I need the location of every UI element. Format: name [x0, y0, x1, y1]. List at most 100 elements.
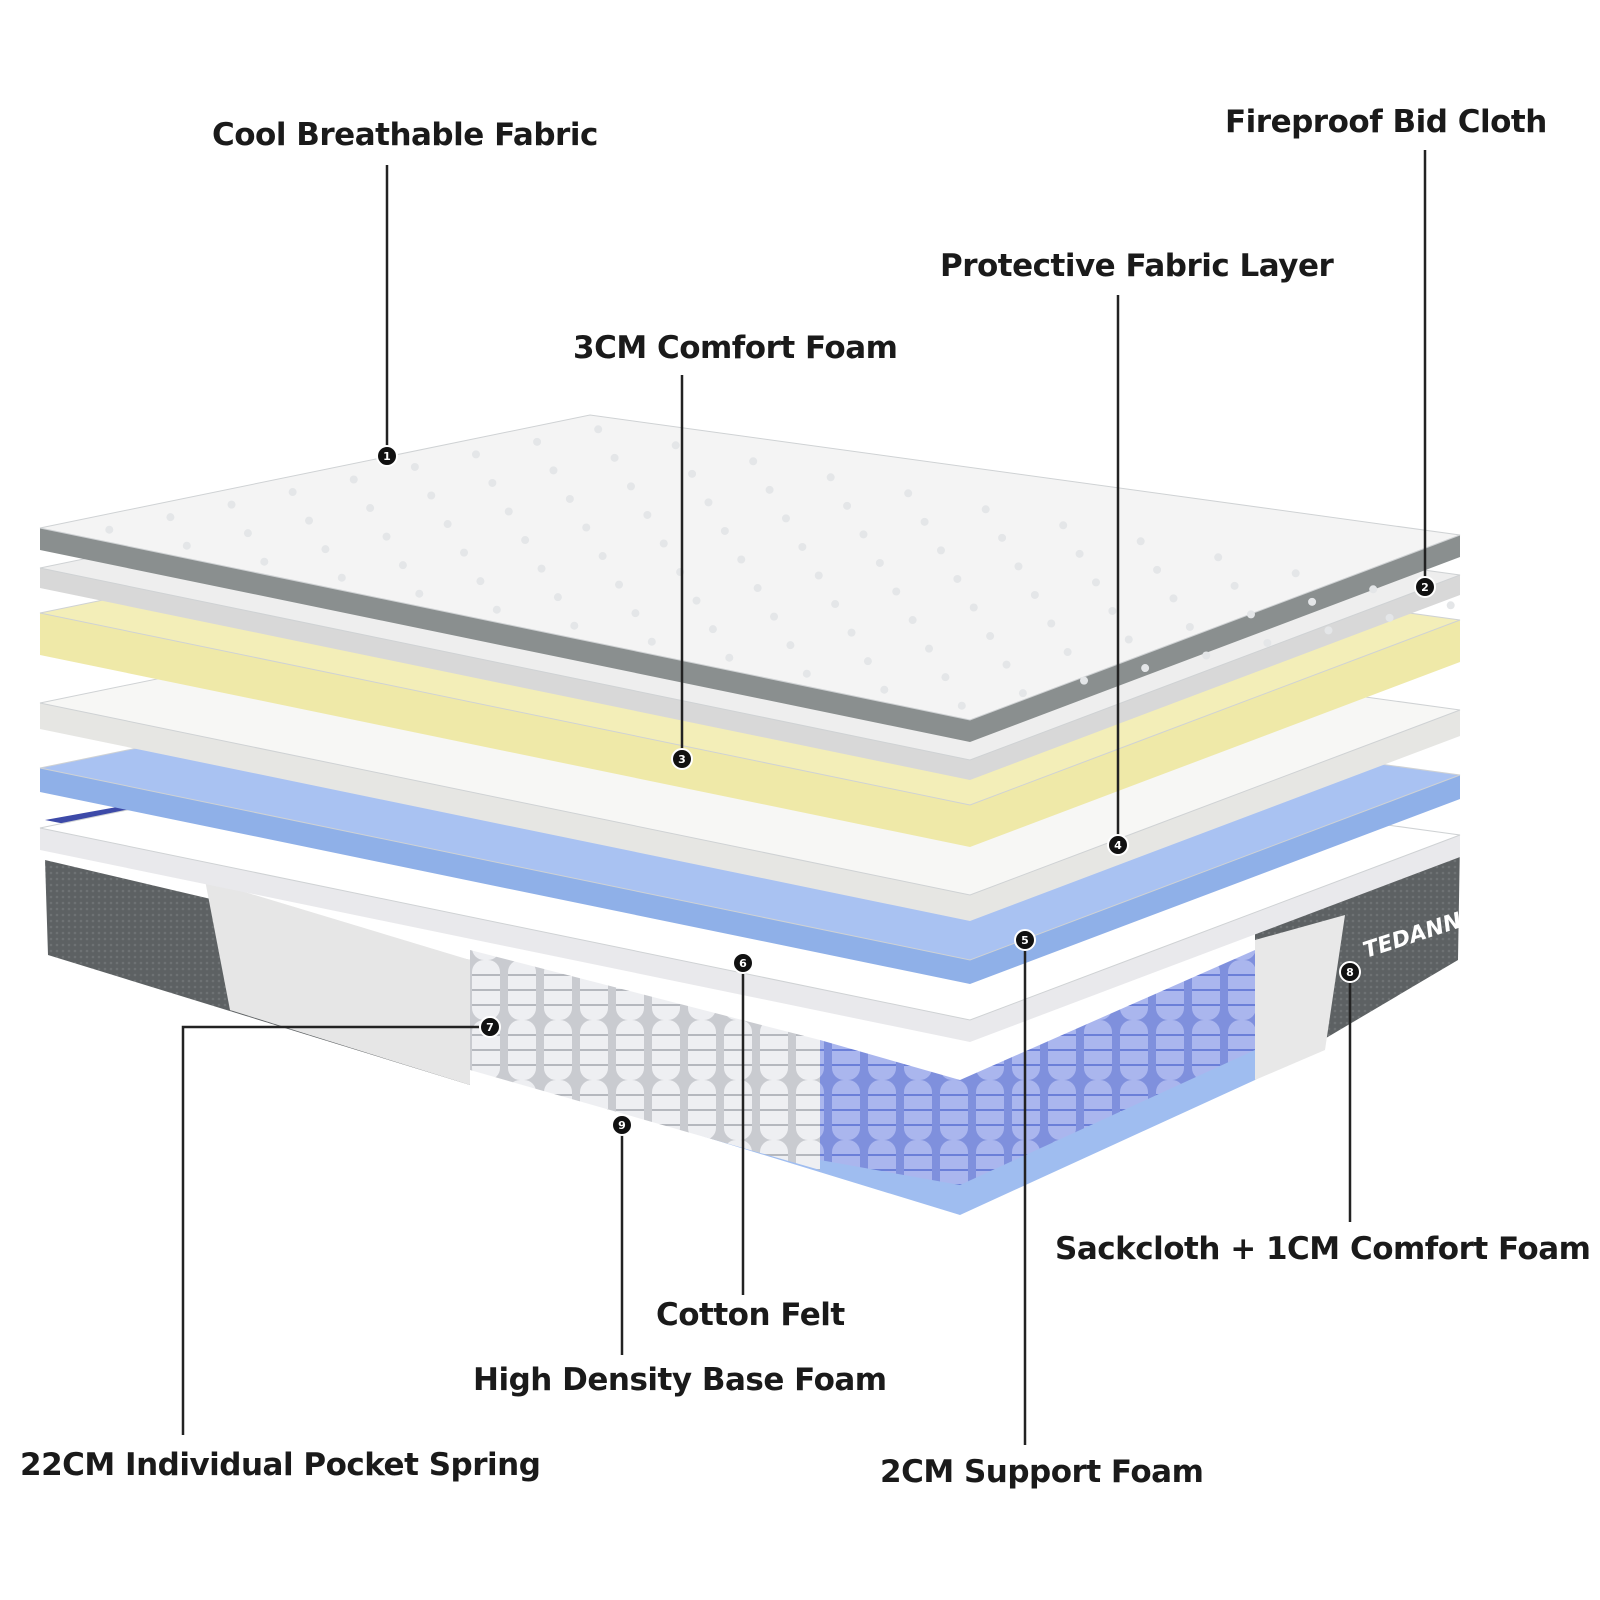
quilting-dot: [688, 469, 697, 478]
quilting-dot: [105, 525, 114, 534]
quilting-dot: [1091, 578, 1100, 587]
layer-label: 3CM Comfort Foam: [573, 330, 897, 366]
callouts: Cool Breathable Fabric 1 Fireproof Bid Clo…: [20, 104, 1591, 1490]
quilting-dot: [582, 523, 591, 532]
quilting-dot: [859, 530, 868, 539]
marker-number: 6: [739, 957, 747, 970]
comfort-foam-layer-front-side: [40, 613, 970, 847]
callout-7: 22CM Individual Pocket Spring 7: [20, 1016, 541, 1483]
quilting-dot: [504, 507, 513, 516]
number-marker: 3: [671, 748, 693, 770]
quilting-dot: [831, 600, 840, 609]
quilting-dot: [565, 494, 574, 503]
number-marker: 7: [479, 1016, 501, 1038]
cool-fabric-layer-top-face: [39, 414, 1461, 721]
callout-6: Cotton Felt 6: [656, 952, 846, 1333]
quilting-dot: [488, 478, 497, 487]
quilting-dot: [998, 533, 1007, 542]
quilting-dot: [969, 603, 978, 612]
quilting-dot: [936, 546, 945, 555]
quilting-dot: [671, 441, 680, 450]
quilting-dot: [1369, 585, 1378, 594]
quilting-dot: [410, 462, 419, 471]
layer-label: Cotton Felt: [656, 1297, 845, 1333]
layer-label: Sackcloth + 1CM Comfort Foam: [1055, 1231, 1590, 1267]
marker-number: 2: [1421, 581, 1429, 594]
quilting-dot: [908, 616, 917, 625]
quilting-dot: [880, 685, 889, 694]
quilting-dot: [1002, 660, 1011, 669]
quilting-dot: [166, 513, 175, 522]
quilting-dot: [521, 536, 530, 545]
quilting-dot: [725, 653, 734, 662]
quilting-dot: [305, 516, 314, 525]
quilting-dot: [382, 532, 391, 541]
quilting-dot: [415, 589, 424, 598]
marker-number: 7: [486, 1021, 494, 1034]
quilting-dot: [1075, 549, 1084, 558]
protective-fabric-layer-right-side: [970, 710, 1460, 921]
quilting-dot: [1153, 565, 1162, 574]
quilting-dot: [349, 475, 358, 484]
quilting-dot: [843, 501, 852, 510]
marker-number: 8: [1346, 966, 1354, 979]
quilting-dot: [749, 457, 758, 466]
marker-number: 1: [383, 450, 391, 463]
layer-label: Cool Breathable Fabric: [212, 117, 598, 153]
quilting-dot: [537, 564, 546, 573]
quilting-dot: [781, 514, 790, 523]
quilting-dot: [1202, 651, 1211, 660]
callout-4: Protective Fabric Layer 4: [940, 248, 1335, 856]
quilting-dot: [471, 450, 480, 459]
cotton-felt-layer-right-side: [970, 835, 1460, 1042]
quilting-dot: [953, 574, 962, 583]
quilting-dot: [443, 520, 452, 529]
quilting-dot: [492, 605, 501, 614]
layer-label: 2CM Support Foam: [880, 1454, 1203, 1490]
quilting-dot: [765, 485, 774, 494]
quilting-dot: [920, 517, 929, 526]
quilting-dot: [1047, 619, 1056, 628]
quilting-dot: [753, 584, 762, 593]
quilting-dot: [337, 573, 346, 582]
fireproof-cloth-layer-right-side: [970, 575, 1460, 780]
base-foam: [470, 1040, 1255, 1215]
pocket-springs: [820, 950, 1255, 1185]
callout-2: Fireproof Bid Cloth 2: [1225, 104, 1547, 598]
callout-1: Cool Breathable Fabric 1: [212, 117, 598, 467]
quilting-dot: [1214, 553, 1223, 562]
quilting-dot: [1230, 581, 1239, 590]
quilting-dot: [460, 548, 469, 557]
quilting-dot: [737, 555, 746, 564]
quilting-dot: [321, 545, 330, 554]
quilting-dot: [549, 466, 558, 475]
marker-number: 3: [678, 753, 686, 766]
left-side-white-panel: [205, 880, 470, 1085]
quilting-dot: [1446, 601, 1455, 610]
quilting-dot: [1080, 676, 1089, 685]
quilting-dot: [1291, 569, 1300, 578]
quilting-dot: [643, 510, 652, 519]
layer-label: 22CM Individual Pocket Spring: [20, 1447, 540, 1483]
layer-label: Fireproof Bid Cloth: [1225, 104, 1547, 140]
number-marker: 5: [1014, 929, 1036, 951]
layer-label: Protective Fabric Layer: [940, 248, 1334, 284]
quilting-dot: [1108, 606, 1117, 615]
fireproof-cloth-layer-front-side: [40, 568, 970, 780]
marker-number: 5: [1021, 934, 1029, 947]
quilting-dot: [647, 637, 656, 646]
quilting-dot: [1014, 562, 1023, 571]
quilting-dot: [1324, 626, 1333, 635]
quilting-dot: [1124, 635, 1133, 644]
quilting-dot: [957, 701, 966, 710]
cool-fabric-layer-right-side: [970, 535, 1460, 742]
quilting-dot: [1063, 648, 1072, 657]
quilting-dot: [863, 657, 872, 666]
quilting-dot: [182, 541, 191, 550]
quilting-dot: [476, 577, 485, 586]
protective-fabric-layer-front-side: [40, 703, 970, 921]
marker-number: 4: [1114, 839, 1122, 852]
callout-8: Sackcloth + 1CM Comfort Foam 8: [1055, 961, 1591, 1267]
